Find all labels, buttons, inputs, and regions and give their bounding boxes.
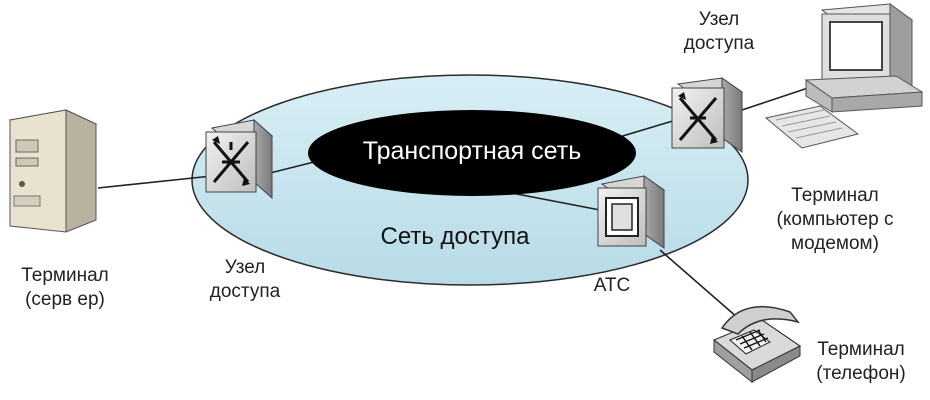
link-exchange-to-phone bbox=[659, 249, 739, 319]
terminal-computer-label: Терминал (компьютер с модемом) bbox=[750, 184, 920, 256]
terminal-computer-label-line-1: Терминал bbox=[791, 185, 879, 206]
access-node-left-label-line-2: доступа bbox=[209, 281, 281, 302]
access-node-right-label: Узел доступа bbox=[664, 8, 774, 56]
transport-network-core bbox=[308, 110, 636, 196]
access-node-right-label-line-1: Узел bbox=[698, 9, 740, 30]
terminal-phone-label-line-1: Терминал bbox=[817, 339, 905, 360]
terminal-computer-label-line-3: модемом) bbox=[791, 233, 879, 254]
terminal-server-label-line-2: (серв ер) bbox=[25, 289, 105, 310]
telephone-icon bbox=[712, 305, 802, 384]
terminal-computer-label-line-2: (компьютер с bbox=[776, 209, 894, 230]
terminal-phone-label-line-2: (телефон) bbox=[816, 363, 906, 384]
link-server-to-left-node bbox=[97, 175, 213, 189]
transport-network-label: Транспортная сеть bbox=[362, 137, 582, 165]
exchange-icon bbox=[597, 175, 666, 249]
link-right-node-to-core bbox=[615, 119, 677, 139]
access-node-left-icon bbox=[205, 118, 274, 200]
access-network-label: Сеть доступа bbox=[380, 223, 530, 250]
server-icon bbox=[8, 109, 98, 233]
access-node-left-label: Узел доступа bbox=[190, 256, 300, 304]
access-node-left-label-line-1: Узел bbox=[224, 257, 266, 278]
connection-lines bbox=[97, 87, 809, 319]
exchange-label: АТС bbox=[593, 275, 631, 296]
terminal-server-label: Терминал (серв ер) bbox=[0, 264, 130, 312]
terminal-phone-label: Терминал (телефон) bbox=[796, 338, 926, 386]
access-node-right-label-line-2: доступа bbox=[683, 33, 755, 54]
link-right-node-to-computer bbox=[741, 87, 809, 111]
terminal-server-label-line-1: Терминал bbox=[21, 265, 109, 286]
computer-icon bbox=[764, 3, 924, 149]
access-node-right-icon bbox=[671, 77, 744, 153]
